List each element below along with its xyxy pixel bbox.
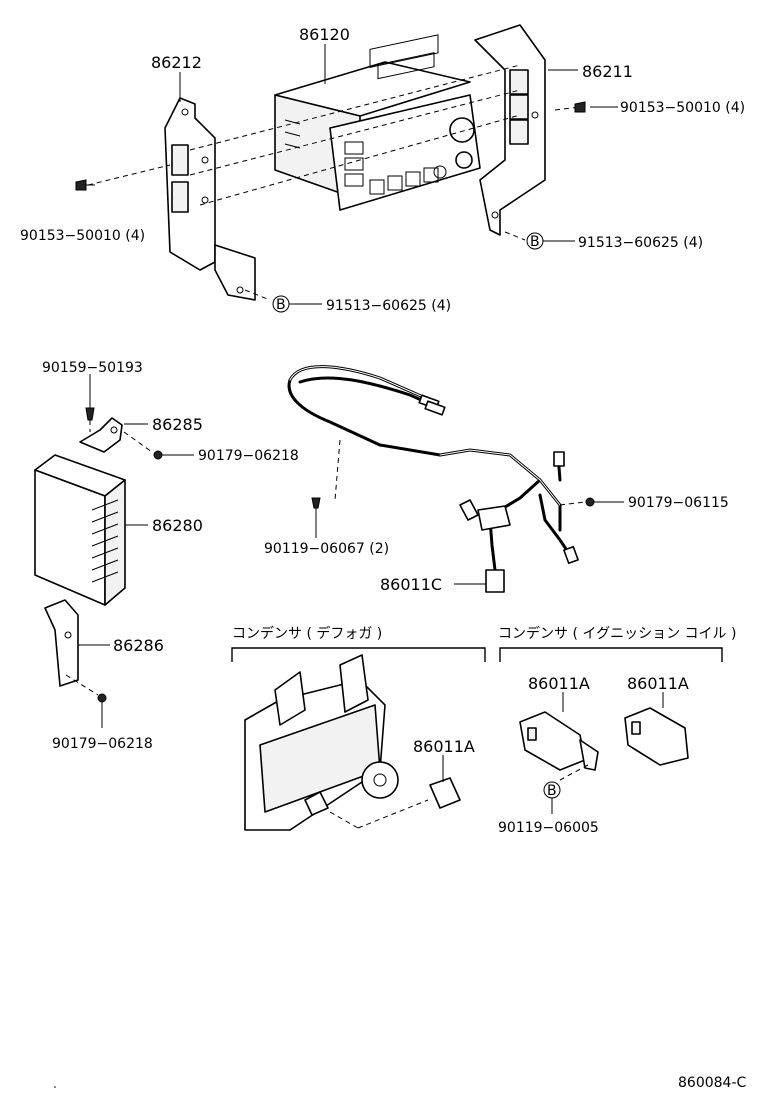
left-mounting-bracket [164,97,256,301]
label-90119-a: 90119−06067 (2) [264,541,389,557]
bracket-86286 [44,599,107,703]
leaders-harness [315,501,624,585]
label-86211: 86211 [582,62,633,81]
bracket-86285 [79,407,163,460]
condenser-86011A-ignition-1 [519,692,599,781]
group-defogger: コンデンサ ( デフォガ ) [231,625,486,662]
radio-head-unit [274,34,481,211]
label-90159: 90159−50193 [42,360,143,376]
right-mounting-bracket [474,24,546,236]
condenser-86011A-defogger [329,755,461,829]
label-86011A-1: 86011A [413,737,475,756]
label-86120: 86120 [299,25,350,44]
ref-b-marker-ignition: B [543,781,561,814]
label-86011A-3: 86011A [627,674,689,693]
document-number: 860084-C [678,1075,746,1091]
label-86011C: 86011C [380,575,442,594]
wire-harness [287,365,586,593]
ref-b-marker-left: B [272,295,322,313]
label-90179-c: 90179−06115 [628,495,729,511]
label-90179-b: 90179−06218 [52,736,153,752]
condenser-86011A-ignition-2 [624,692,689,766]
group-defogger-title: コンデンサ ( デフォガ ) [232,625,382,642]
label-86285: 86285 [152,415,203,434]
leaders-top [179,44,618,108]
label-86280: 86280 [152,516,203,535]
label-86212: 86212 [151,53,202,72]
svg-text:B: B [530,234,540,250]
label-86286: 86286 [113,636,164,655]
ref-b-marker-right: B [526,232,575,250]
leaders-mid-left [78,374,194,728]
label-91513-left: 91513−60625 (4) [326,298,451,314]
label-90153-right: 90153−50010 (4) [620,100,745,116]
nut-90179-c [585,497,595,507]
screw-90119-a [311,497,321,509]
speck [54,1086,56,1088]
screw-90153-left [75,179,95,191]
label-90119-b: 90119−06005 [498,820,599,836]
label-86011A-2: 86011A [528,674,590,693]
amplifier-module [34,454,126,606]
label-91513-right: 91513−60625 (4) [578,235,703,251]
svg-text:B: B [547,783,557,799]
label-90179-a: 90179−06218 [198,448,299,464]
group-ignition: コンデンサ ( イグニッション コイル ) [498,625,736,662]
label-90153-left: 90153−50010 (4) [20,228,145,244]
mounting-guides-top [87,64,581,301]
svg-text:B: B [276,297,286,313]
screw-90153-right [574,101,586,113]
defogger-condenser-bracket [244,654,399,831]
group-ignition-title: コンデンサ ( イグニッション コイル ) [498,625,736,642]
